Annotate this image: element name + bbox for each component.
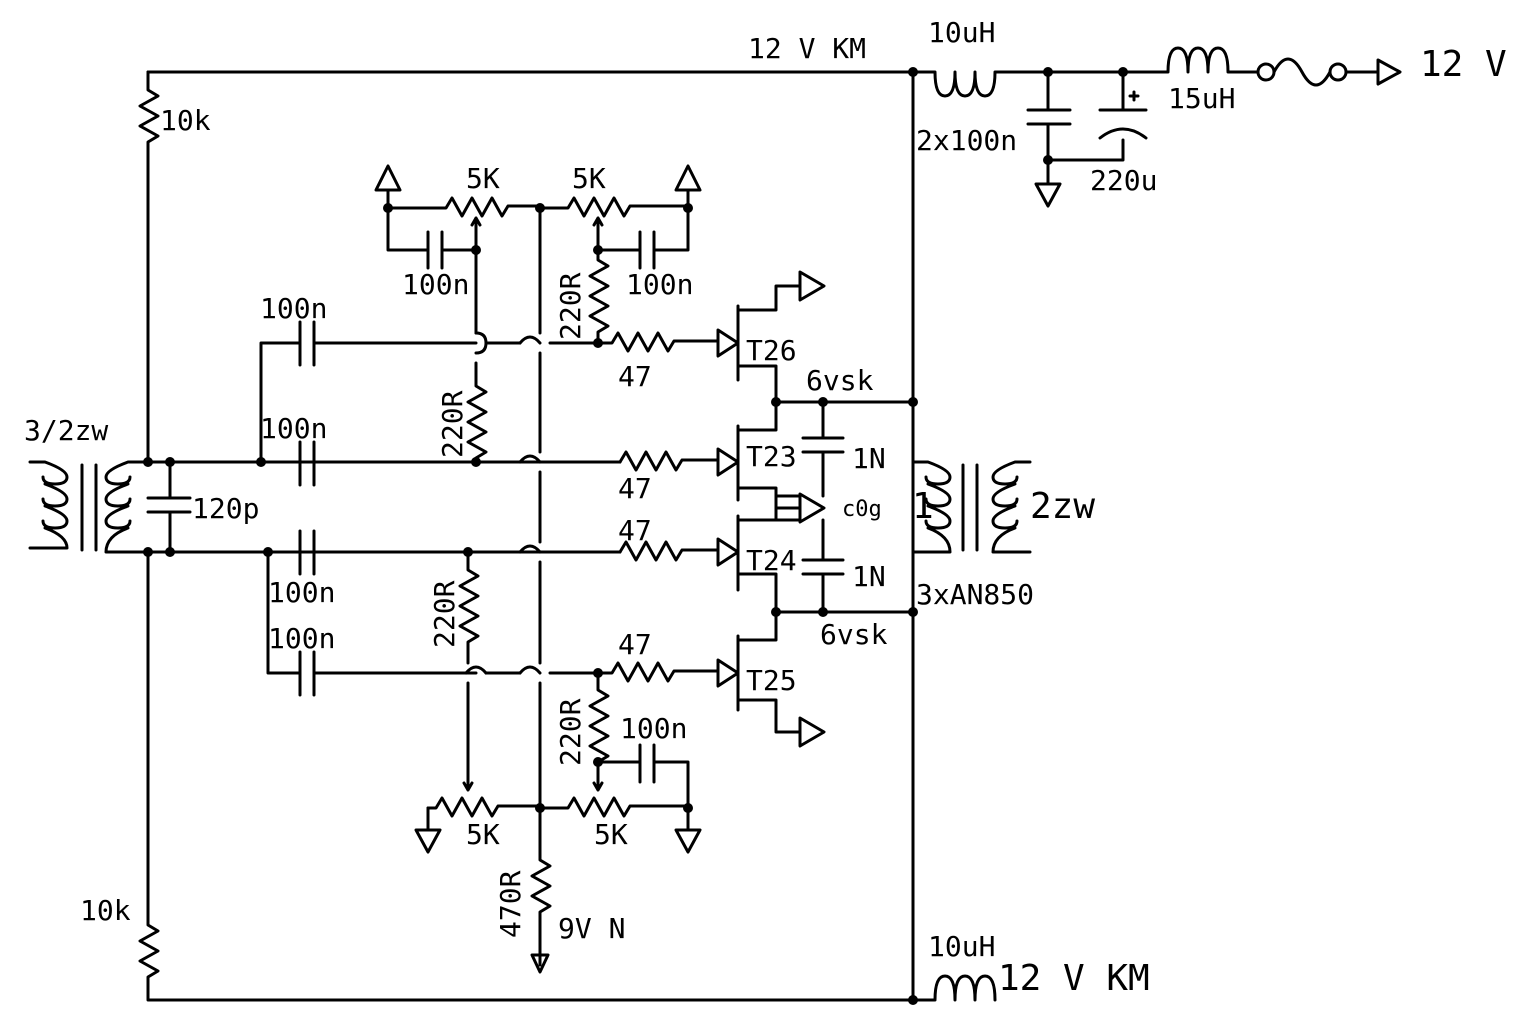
label-r47-c: 47 [618,514,652,547]
label-supply-top: 12 V KM [748,32,866,65]
input-transformer [28,460,150,554]
transistor-t24 [716,506,778,614]
label-r470: 470R [494,870,527,938]
label-supply-bottom: 12 V KM [998,958,1150,999]
fuse [1256,57,1402,87]
pot-top-left [374,164,542,335]
label-supply-9v: 9V N [558,912,625,945]
cap-1n-upper [801,400,845,498]
inductor-10uh-top [908,67,1125,98]
label-pot-bl: 5K [466,818,500,851]
pot-bottom-left [414,681,542,854]
label-r220-c: 220R [428,580,461,648]
label-r47-b: 47 [618,472,652,505]
label-t26: T26 [746,334,797,367]
pot-top-right [535,164,702,348]
inductor-15uh [1121,46,1260,74]
label-ind-out: 15uH [1168,82,1235,115]
label-ind-bottom: 10uH [928,930,995,963]
label-cap-c4: 100n [268,622,335,655]
label-cap-c2: 100n [260,412,327,445]
transistor-t25 [716,610,826,748]
output-transformer [911,460,1032,554]
label-pot-br: 5K [594,818,628,851]
label-t25: T25 [746,664,797,697]
label-cap-pot-tl: 100n [402,268,469,301]
resistor-220r-upper [466,361,488,467]
label-6vsk-bot: 6vsk [820,618,888,651]
transistor-t23 [716,400,826,524]
label-pot-tl: 5K [466,162,500,195]
label-r-top-bias: 10k [160,104,211,137]
bias-line [530,206,552,967]
label-6vsk-top: 6vsk [806,364,874,397]
transistor-t26 [716,270,826,404]
label-r47-a: 47 [618,360,652,393]
label-out-ferrite: 3xAN850 [916,578,1034,611]
label-pot-tr: 5K [572,162,606,195]
bottom-rail [138,550,915,1002]
inductor-10uh-bottom [908,974,997,1005]
cap-1n-lower [801,518,845,614]
label-supply-out: 12 V [1420,44,1507,85]
label-cap-pot-tr: 100n [626,268,693,301]
label-cap-c1: 100n [260,292,327,325]
input-capacitor-120p [143,457,192,557]
label-r220-a: 220R [554,272,587,340]
label-r220-d: 220R [554,698,587,766]
label-cap-pot-br: 100n [620,712,687,745]
label-ind-top: 10uH [928,16,995,49]
label-cap-1n-b: 1N [852,560,886,593]
top-rail [138,70,915,464]
label-cap-1n-a: 1N [852,442,886,475]
coupling-cap-upper-2 [298,440,316,487]
resistor-220r-lower [458,547,480,665]
label-cap-c3: 100n [268,576,335,609]
label-r-bot-bias: 10k [80,894,131,927]
pot-bottom-right [538,668,702,854]
coupling-cap-lower-2 [266,550,478,697]
label-out-turns-1: 1 [912,486,934,527]
label-out-transformer: 2zw [1030,486,1095,527]
label-r220-b: 220R [436,390,469,458]
label-in-transformer: 3/2zw [24,414,108,447]
label-r47-d: 47 [618,628,652,661]
label-cap-elec: 220u [1090,164,1157,197]
label-t24: T24 [746,544,797,577]
label-cap-input: 120p [192,492,259,525]
label-t23: T23 [746,440,797,473]
label-cap-c0g: c0g [842,497,882,522]
decouple-caps [1026,67,1148,208]
label-cap-decouple: 2x100n [916,124,1017,157]
coupling-cap-upper-1 [256,320,478,467]
